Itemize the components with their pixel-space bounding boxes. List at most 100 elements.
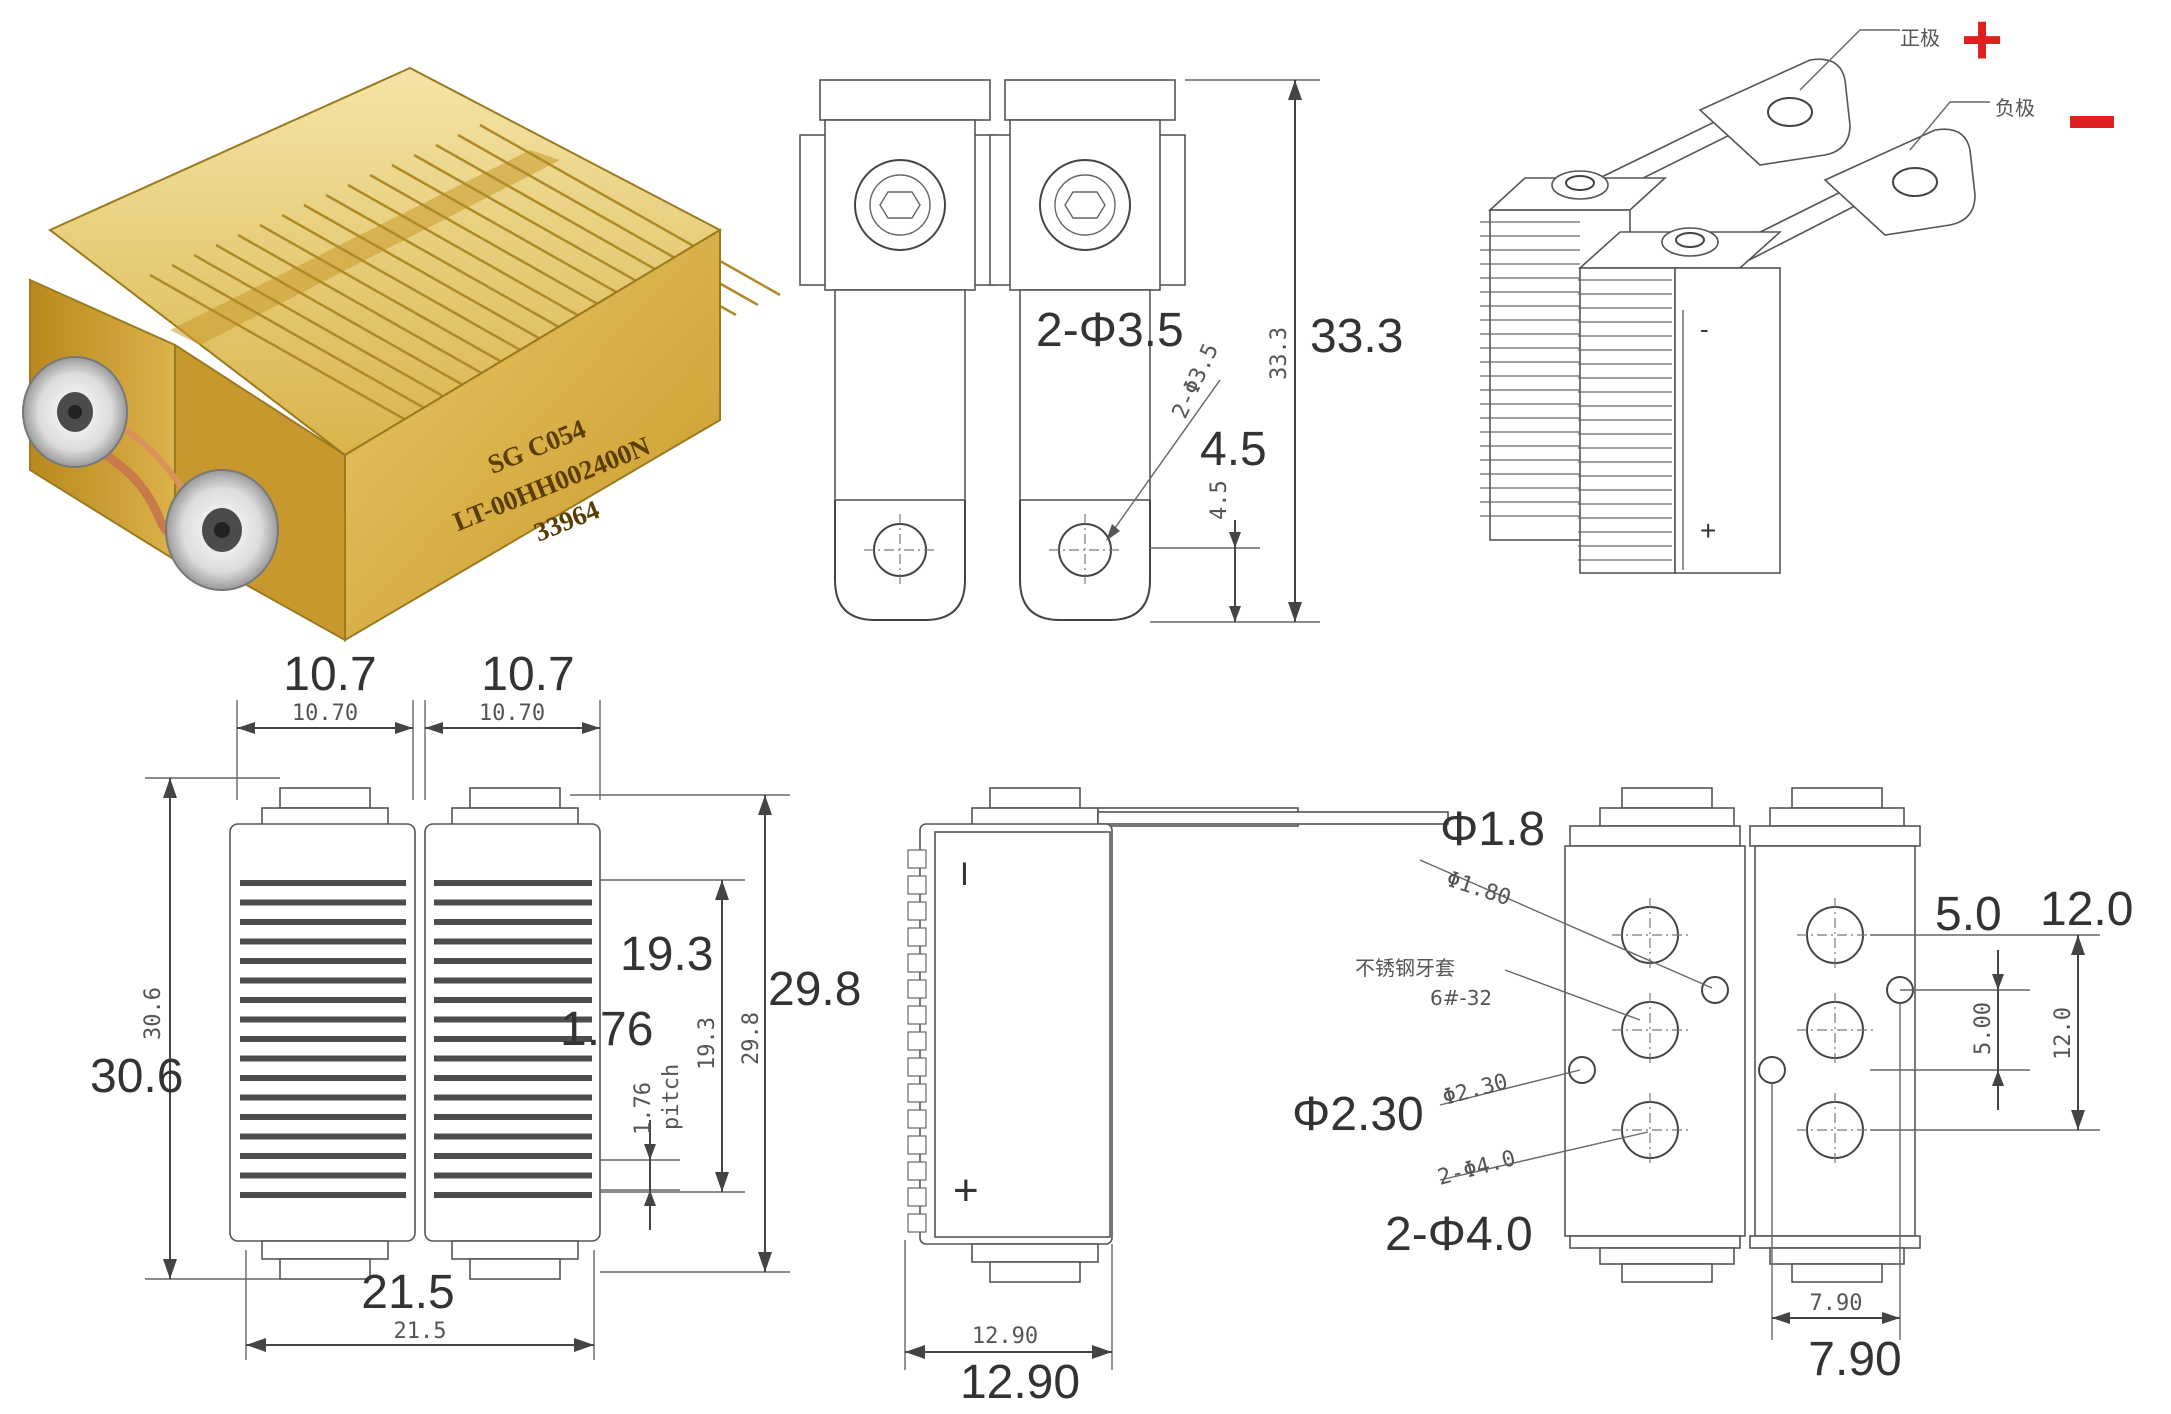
side-fin	[907, 1135, 927, 1155]
photo-fin-line	[149, 273, 451, 447]
front-fin	[240, 1153, 406, 1159]
side-fin	[907, 1213, 927, 1233]
depth-dim-label: 12.90	[960, 1356, 1080, 1409]
width1-dim-label: 10.7	[283, 648, 376, 701]
insert-note-line1: 不锈钢牙套	[1355, 956, 1455, 980]
span12-dim-label: 12.0	[2040, 883, 2133, 936]
front-fin	[240, 977, 406, 984]
front-fin	[240, 1192, 406, 1198]
front-fin	[240, 958, 406, 964]
side-view-drawing: I + 12.90 12.90	[904, 787, 1449, 1409]
photo-fin-line	[479, 123, 781, 297]
front-fin	[240, 899, 406, 906]
iso-minus-mark: -	[1700, 314, 1709, 344]
pitch5-dim-label: 5.0	[1935, 888, 2002, 941]
side-fin	[907, 927, 927, 947]
front-fin	[434, 880, 592, 886]
photo-fin-line	[171, 263, 473, 437]
front-fin	[240, 880, 406, 886]
width-dim-small: 21.5	[394, 1319, 447, 1344]
height-dim-label: 33.3	[1310, 310, 1403, 363]
front-fin	[240, 1094, 406, 1101]
front-fin	[434, 1055, 592, 1062]
insert-note-line2: 6#-32	[1430, 986, 1492, 1010]
front-view-drawing: 10.70 10.70 10.7 10.7 30.6 30.6 29.8 29.…	[90, 648, 861, 1360]
phi230-dim-label: Φ2.30	[1292, 1088, 1424, 1141]
side-fin	[907, 875, 927, 895]
side-fin	[907, 1187, 927, 1207]
width2-dim-label: 10.7	[481, 648, 574, 701]
height-dim-label: 30.6	[90, 1050, 183, 1103]
front-fin	[434, 977, 592, 984]
front-fin	[434, 899, 592, 906]
width1-dim-small: 10.70	[292, 701, 358, 726]
height-dim-small: 30.6	[141, 987, 166, 1040]
terminal-washer-bottom	[165, 469, 279, 591]
total-height-dim-small: 29.8	[739, 1012, 764, 1065]
front-fin	[240, 1055, 406, 1062]
offset-dim-label: 4.5	[1200, 423, 1267, 476]
product-photo: SG C054 LT-00HH002400N 33964	[22, 66, 781, 642]
side-minus-mark: I	[960, 856, 969, 892]
pitch5-dim-small: 5.00	[1971, 1002, 1996, 1055]
side-fin	[907, 1031, 927, 1051]
side-fin	[907, 979, 927, 999]
phi230-dim-small: Φ2.30	[1440, 1070, 1510, 1111]
side-fin	[907, 1083, 927, 1103]
front-fin	[434, 1075, 592, 1081]
front-fin	[434, 1036, 592, 1042]
offset790-dim-small: 7.90	[1810, 1291, 1863, 1316]
offset790-dim-label: 7.90	[1808, 1333, 1901, 1386]
offset-dim-small: 4.5	[1207, 480, 1232, 520]
front-fin	[240, 1172, 406, 1179]
depth-dim-small: 12.90	[972, 1324, 1038, 1349]
front-fin	[240, 1114, 406, 1120]
iso-plus-mark: +	[1700, 515, 1716, 546]
front-fin	[434, 1016, 592, 1023]
front-fin	[434, 997, 592, 1003]
pitch-word-small: pitch	[659, 1064, 684, 1130]
phi18-dim-small: Φ1.80	[1443, 867, 1514, 911]
front-fin	[434, 938, 592, 945]
width2-dim-small: 10.70	[479, 701, 545, 726]
side-fin	[907, 1057, 927, 1077]
width-dim-label: 21.5	[361, 1266, 454, 1319]
phi18-dim-label: Φ1.8	[1440, 803, 1545, 856]
hole-dim-label: 2-Φ3.5	[1036, 304, 1184, 357]
isometric-drawing: - + 正极 负极 + −	[1480, 0, 2114, 574]
side-fin	[907, 1109, 927, 1129]
front-fin	[240, 938, 406, 945]
front-fins	[240, 880, 592, 1198]
side-fin	[907, 1005, 927, 1025]
front-fin	[434, 1172, 592, 1179]
front-fin	[434, 1192, 592, 1198]
height-dim-small: 33.3	[1267, 327, 1292, 380]
positive-label: 正极	[1900, 26, 1940, 50]
inner-height-dim-label: 19.3	[620, 928, 713, 981]
front-fin	[240, 1133, 406, 1140]
total-height-dim-label: 29.8	[768, 963, 861, 1016]
side-fin	[907, 849, 927, 869]
top-view-drawing: 2-Φ3.5 2-Φ3.5 33.3 33.3 4.5 4.5	[799, 79, 1403, 623]
side-fin	[907, 901, 927, 921]
front-fin	[240, 1016, 406, 1023]
side-fin	[907, 953, 927, 973]
pitch-dim-small: 1.76	[631, 1082, 656, 1135]
pitch-dim-label: 1.76	[560, 1003, 653, 1056]
front-fin	[434, 1114, 592, 1120]
terminal-view-drawing: Φ1.80 Φ1.8 不锈钢牙套 6#-32 Φ2.30 Φ2.30 2-Φ4.…	[1292, 787, 2133, 1386]
front-fin	[240, 1075, 406, 1081]
side-plus-mark: +	[953, 1166, 979, 1215]
positive-symbol: +	[1961, 0, 2003, 80]
inner-height-dim-small: 19.3	[695, 1017, 720, 1070]
phi40-dim-small: 2-Φ4.0	[1435, 1146, 1518, 1191]
front-fin	[240, 997, 406, 1003]
negative-label: 负极	[1995, 96, 2035, 120]
negative-symbol-bar	[2070, 116, 2114, 128]
front-fin	[434, 1133, 592, 1140]
span12-dim-small: 12.0	[2051, 1007, 2076, 1060]
front-fin	[434, 919, 592, 925]
front-fin	[240, 1036, 406, 1042]
front-fin	[434, 958, 592, 964]
